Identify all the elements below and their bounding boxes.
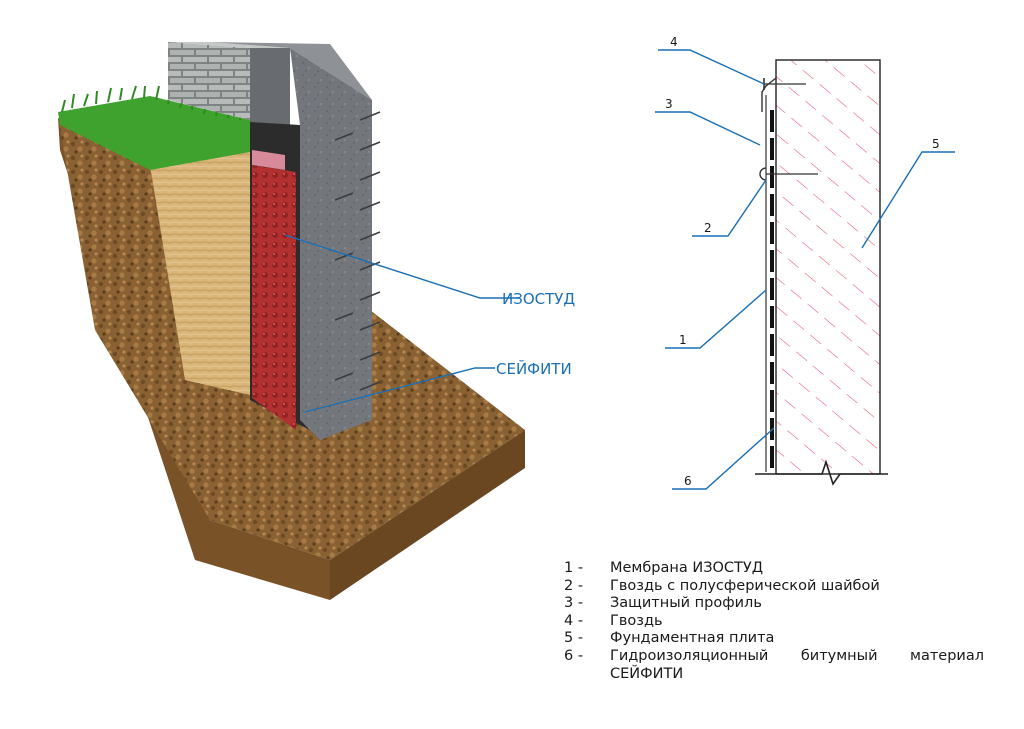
legend-text: Мембрана ИЗОСТУД: [610, 560, 764, 576]
callout-line-2: [692, 179, 767, 237]
legend-item-3: 3 - Защитный профиль: [564, 595, 984, 613]
concrete-wall-side: [290, 48, 372, 440]
dimpled-membrane: [252, 165, 296, 430]
callout-5: 5: [932, 137, 940, 151]
block-wall: [168, 42, 250, 120]
callout-3: 3: [665, 97, 673, 111]
section-drawing: [755, 59, 888, 486]
callout-1: 1: [679, 333, 687, 347]
grass: [58, 96, 250, 170]
label-membrane: ИЗОСТУД: [502, 290, 575, 308]
foundation-illustration: [58, 42, 525, 600]
legend-num: 1 -: [564, 560, 584, 576]
rebar: [334, 111, 381, 391]
ground-front: [58, 118, 330, 600]
membrane-top-strip: [252, 150, 285, 170]
sand-backfill: [150, 150, 250, 395]
callout-line-5: [861, 151, 955, 249]
callout-line-3: [655, 111, 761, 146]
illustration-callouts: ИЗОСТУД СЕЙФИТИ: [284, 234, 575, 413]
callout-line-membrane: [284, 234, 520, 299]
legend-num: 6 -: [564, 647, 584, 664]
callout-line-1: [665, 289, 767, 349]
legend-num: 5 -: [564, 630, 584, 647]
legend: 1 - Мембрана ИЗОСТУД 2 - Гвоздь с полусф…: [564, 560, 984, 683]
block-wall-top: [168, 42, 290, 48]
break-line: [755, 459, 888, 486]
legend-num: 4 -: [564, 612, 584, 629]
legend-text: Защитный профиль: [610, 595, 762, 612]
legend-continuation: СЕЙФИТИ: [610, 665, 684, 682]
concrete-wall-top: [210, 42, 372, 100]
legend-item-6: 6 - Гидроизоляционный битумный материал: [564, 648, 984, 666]
washer: [759, 167, 767, 181]
legend-text: Гидроизоляционный битумный материал: [610, 647, 984, 664]
section-callout-numbers: 4 3 2 1 6 5: [665, 35, 940, 488]
callout-line-6: [672, 427, 775, 490]
callout-2: 2: [704, 221, 712, 235]
soil-bank: [58, 118, 245, 520]
legend-text: Гвоздь: [610, 612, 663, 629]
ground-right-face: [330, 430, 525, 600]
legend-item-5: 5 - Фундаментная плита: [564, 630, 984, 648]
legend-num: 3 -: [564, 595, 584, 612]
foundation-slab: [775, 59, 881, 475]
legend-item-2: 2 - Гвоздь с полусферической шайбой: [564, 578, 984, 596]
concrete-wall-face: [250, 48, 290, 128]
label-bitumen: СЕЙФИТИ: [496, 359, 572, 378]
callout-line-bitumen: [304, 367, 495, 413]
callout-4: 4: [670, 35, 678, 49]
legend-item-1: 1 - Мембрана ИЗОСТУД: [564, 560, 984, 578]
callout-6: 6: [684, 474, 692, 488]
section-callouts: [655, 49, 955, 490]
legend-num: 2 -: [564, 577, 584, 594]
legend-item-4: 4 - Гвоздь: [564, 613, 984, 631]
callout-line-4: [658, 49, 765, 85]
legend-text: Фундаментная плита: [610, 630, 775, 647]
legend-text: Гвоздь с полусферической шайбой: [610, 577, 880, 594]
